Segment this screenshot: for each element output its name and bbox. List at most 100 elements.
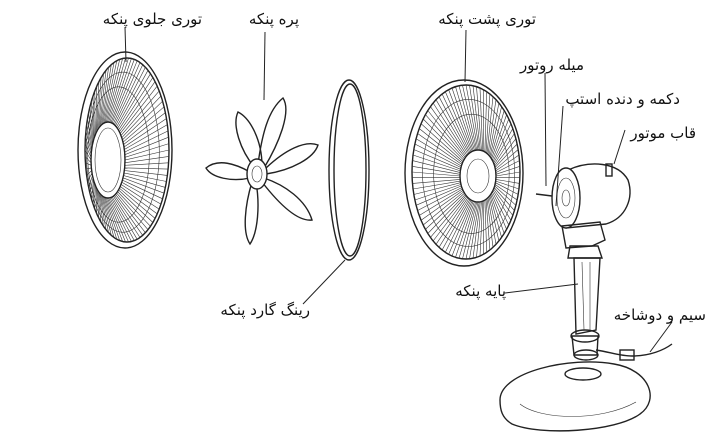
grill-wire	[122, 100, 163, 141]
grill-wire	[110, 197, 135, 241]
label-cord-plug: سیم و دوشاخه	[614, 306, 706, 324]
grill-wire	[445, 199, 472, 253]
grill-wire	[116, 192, 149, 230]
grill-wire	[89, 106, 94, 143]
grill-wire	[455, 201, 475, 258]
grill-wire	[92, 95, 95, 138]
grill-wire	[484, 199, 487, 253]
grill-wire	[88, 112, 93, 145]
grill-wire	[422, 118, 464, 161]
grill-wire	[479, 87, 483, 151]
grill-wire	[414, 143, 462, 168]
grill-wire	[430, 195, 467, 238]
grill-wire	[495, 171, 521, 177]
grill-wire	[124, 170, 168, 176]
grill-wire	[102, 62, 115, 124]
grill-wire	[490, 110, 505, 158]
fan-blade	[205, 96, 319, 246]
grill-wire	[123, 112, 166, 145]
grill-wire	[492, 190, 512, 221]
grill-ring	[433, 113, 510, 234]
grill-wire	[92, 182, 95, 205]
label-guard-ring: رینگ گارد پنکه	[220, 301, 310, 320]
grill-wire	[448, 89, 473, 152]
grill-wire	[423, 191, 464, 226]
guard-ring	[328, 79, 370, 261]
grill-wire	[494, 138, 517, 167]
motor-housing	[535, 163, 631, 229]
grill-wire	[490, 194, 505, 234]
grill-wire	[97, 189, 102, 223]
front-grill	[77, 51, 173, 249]
grill-wire	[99, 192, 107, 230]
label-motor-housing: قاب موتور	[629, 124, 696, 142]
grill-wire	[113, 62, 141, 125]
grill-wire	[124, 162, 169, 166]
grill-wire	[108, 197, 129, 243]
grill-wire	[124, 156, 169, 163]
grill-wire	[104, 197, 120, 241]
grill-wire	[101, 64, 112, 125]
grill-wire	[122, 177, 165, 194]
grill-wire	[493, 188, 514, 216]
grill-wire	[98, 191, 104, 227]
grill-wire	[420, 190, 464, 221]
grill-wire	[458, 85, 476, 151]
label-rotor-shaft: میله روتور	[519, 56, 584, 74]
grill-wire	[124, 136, 169, 155]
grill-wire	[119, 187, 156, 219]
grill-wire	[432, 196, 468, 242]
grill-wire	[465, 201, 479, 260]
fan-stand	[499, 221, 651, 432]
grill-wire	[476, 86, 482, 151]
label-blade: پره پنکه	[249, 10, 299, 29]
label-stop-button: دکمه و دنده استپ	[565, 90, 680, 109]
grill-wire	[98, 73, 104, 129]
grill-wire	[122, 106, 165, 143]
grill-wire	[413, 182, 461, 195]
grill-wire	[123, 172, 167, 182]
grill-wire	[109, 197, 132, 242]
grill-wire	[491, 114, 507, 159]
grill-wire	[113, 195, 141, 238]
grill-wire	[487, 99, 497, 155]
grill-wire	[103, 196, 118, 240]
grill-wire	[420, 123, 464, 162]
grill-wire	[102, 196, 115, 238]
label-back-grill: توری پشت پنکه	[438, 10, 536, 29]
grill-wire	[486, 198, 494, 248]
grill-wire	[485, 199, 491, 251]
grill-wire	[122, 179, 163, 200]
grill-wire	[107, 197, 126, 243]
grill-wire	[87, 118, 93, 148]
grill-wire	[495, 180, 520, 190]
grill-wire	[412, 160, 461, 173]
label-fan-stand: پایه پنکه	[455, 282, 506, 301]
grill-wire	[100, 194, 109, 233]
grill-wire	[109, 58, 132, 123]
grill-wire	[495, 182, 519, 195]
grill-wire	[495, 160, 520, 173]
grill-wire	[419, 128, 463, 164]
grill-wire	[488, 196, 500, 242]
grill-wire	[111, 196, 138, 240]
grill-wire	[441, 93, 471, 153]
grill-wire	[411, 171, 461, 177]
grill-wire	[415, 138, 462, 167]
back-grill	[404, 79, 524, 267]
grill-wire	[427, 194, 466, 234]
grill-wire	[121, 182, 162, 205]
grill-wire	[124, 149, 170, 161]
grill-wire	[495, 149, 519, 170]
grill-wire	[119, 85, 158, 134]
grill-wire	[492, 118, 510, 161]
grill-wire	[465, 84, 479, 151]
grill-ring	[87, 86, 150, 223]
grill-wire	[117, 73, 151, 129]
grill-wire	[495, 154, 520, 172]
grill-wire	[494, 143, 518, 168]
grill-wire	[479, 201, 483, 257]
grill-wire	[451, 200, 474, 257]
grill-wire	[417, 133, 463, 165]
grill-wire	[412, 154, 461, 172]
